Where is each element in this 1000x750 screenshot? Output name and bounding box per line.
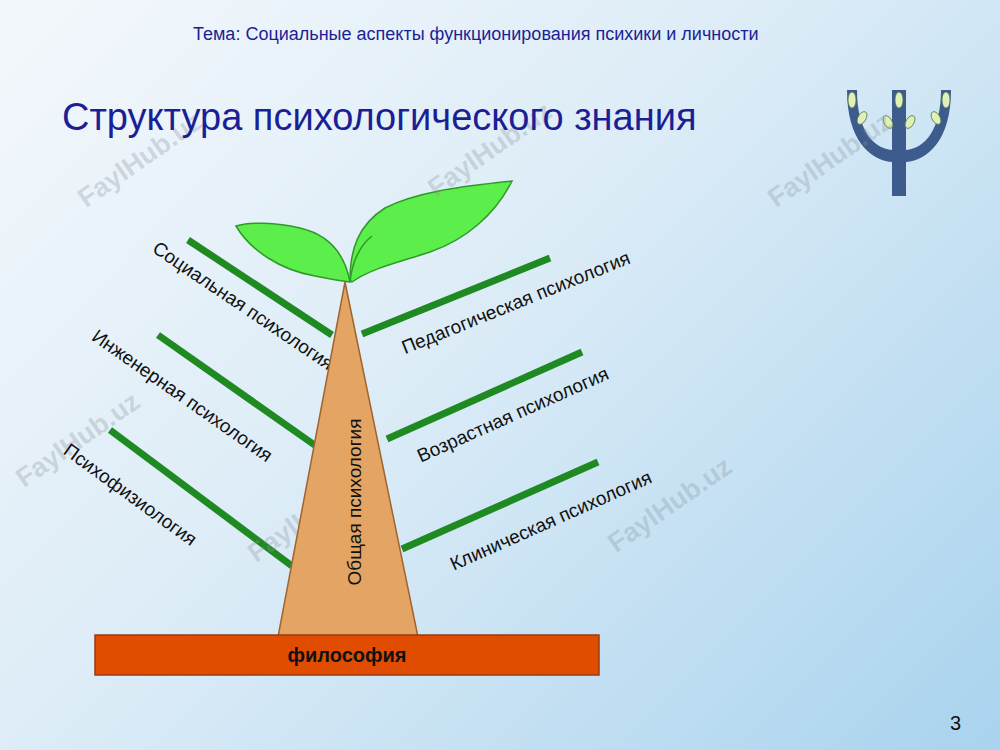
branch-label: Возрастная психология xyxy=(414,363,612,467)
trunk-triangle: Общая психология xyxy=(275,280,421,637)
slide-title: Структура психологического знания xyxy=(62,96,697,139)
trunk-label: Общая психология xyxy=(344,419,366,586)
branch-label: Педагогическая психология xyxy=(399,247,634,359)
topic-header: Тема: Социальные аспекты функционировани… xyxy=(193,24,759,45)
foundation-label: философия xyxy=(288,644,407,667)
page-number: 3 xyxy=(950,712,961,735)
branch-label: Психофизиология xyxy=(59,439,201,550)
watermark: FaylHub.uz xyxy=(762,106,898,214)
sprout-leaves xyxy=(236,181,512,282)
foundation-bar: философия xyxy=(95,635,599,675)
branch-label: Социальная психология xyxy=(148,237,337,375)
watermark: FaylHub.uz xyxy=(602,451,738,559)
